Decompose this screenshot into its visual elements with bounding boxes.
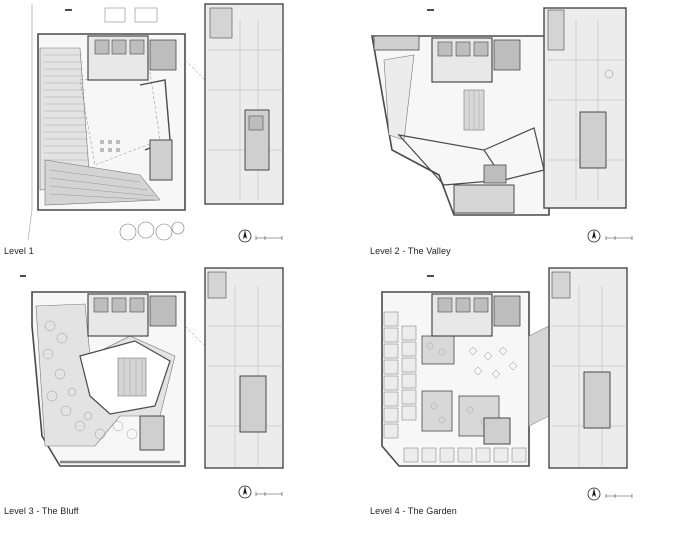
floor-plan-level-3: Level 3 - The Bluff	[0, 266, 344, 532]
floor-plan-level-4: Level 4 - The Garden	[344, 266, 688, 532]
level-4-label: Level 4 - The Garden	[370, 506, 457, 516]
level-4-main-building	[381, 291, 530, 467]
level-1-drawing	[27, 3, 284, 243]
level-4-annex-building	[548, 267, 628, 469]
scale-bar-icon	[605, 494, 633, 498]
scale-bar-icon	[605, 236, 633, 240]
level-2-label: Level 2 - The Valley	[370, 246, 451, 256]
level-4-drawing	[381, 267, 633, 501]
level-1-trees	[119, 221, 185, 241]
level-2-drawing	[371, 7, 633, 243]
level-3-drawing	[20, 267, 284, 499]
floor-plan-level-1: Level 1	[0, 0, 344, 266]
north-arrow-icon	[238, 229, 252, 243]
scale-bar-icon	[255, 236, 283, 240]
north-arrow-icon	[238, 485, 252, 499]
level-3-label: Level 3 - The Bluff	[4, 506, 79, 516]
scale-bar-icon	[255, 492, 283, 496]
north-arrow-icon	[587, 487, 601, 501]
floor-plan-level-2: Level 2 - The Valley	[344, 0, 688, 266]
level-1-main-building	[37, 33, 186, 211]
level-2-annex-building	[543, 7, 627, 209]
level-2-main-building	[371, 35, 550, 216]
level-3-annex-building	[204, 267, 284, 469]
north-arrow-icon	[587, 229, 601, 243]
level-3-main-building	[31, 291, 186, 467]
level-1-annex-building	[204, 3, 284, 205]
level-1-label: Level 1	[4, 246, 34, 256]
